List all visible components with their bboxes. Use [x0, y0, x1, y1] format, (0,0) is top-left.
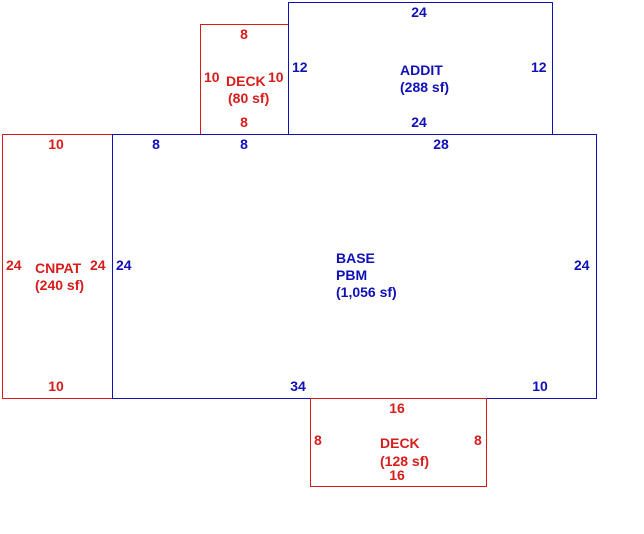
cnpat-name: CNPAT	[35, 260, 82, 276]
deck-top-dim-right: 10	[268, 69, 284, 85]
deck-top-name: DECK	[226, 73, 266, 89]
deck-bottom-dim-left: 8	[314, 432, 322, 448]
deck-bottom-dim-right: 8	[474, 432, 482, 448]
deck-bottom-dim-top: 16	[389, 400, 405, 416]
deck-bottom-name: DECK	[380, 435, 420, 451]
base-area: (1,056 sf)	[336, 284, 397, 300]
base-dim-bottom-seg1: 34	[290, 378, 306, 394]
base-dim-top-seg1: 8	[152, 136, 160, 152]
base-name: BASE	[336, 250, 375, 266]
addit-dim-bottom: 24	[411, 114, 427, 130]
deck-bottom-dim-bottom: 16	[389, 467, 405, 483]
deck-top-dim-left: 10	[204, 69, 220, 85]
base-subname: PBM	[336, 267, 367, 283]
deck-top-dim-top: 8	[240, 26, 248, 42]
deck-top-dim-bottom: 8	[240, 114, 248, 130]
addit-dim-top: 24	[411, 4, 427, 20]
addit-area: (288 sf)	[400, 79, 449, 95]
addit-name: ADDIT	[400, 62, 443, 78]
cnpat-dim-right: 24	[90, 257, 106, 273]
base-dim-top-seg3: 28	[433, 136, 449, 152]
cnpat-area: (240 sf)	[35, 277, 84, 293]
cnpat-dim-bottom: 10	[48, 378, 64, 394]
addit-dim-left: 12	[292, 59, 308, 75]
addit-dim-right: 12	[531, 59, 547, 75]
base-dim-right: 24	[574, 257, 590, 273]
base-dim-left: 24	[116, 257, 132, 273]
cnpat-dim-left: 24	[6, 257, 22, 273]
deck-bottom-area: (128 sf)	[380, 453, 429, 469]
base-dim-bottom-seg2: 10	[532, 378, 548, 394]
cnpat-dim-top: 10	[48, 136, 64, 152]
base-dim-top-seg2: 8	[240, 136, 248, 152]
deck-bottom-outline[interactable]	[310, 398, 487, 487]
deck-top-area: (80 sf)	[228, 90, 269, 106]
